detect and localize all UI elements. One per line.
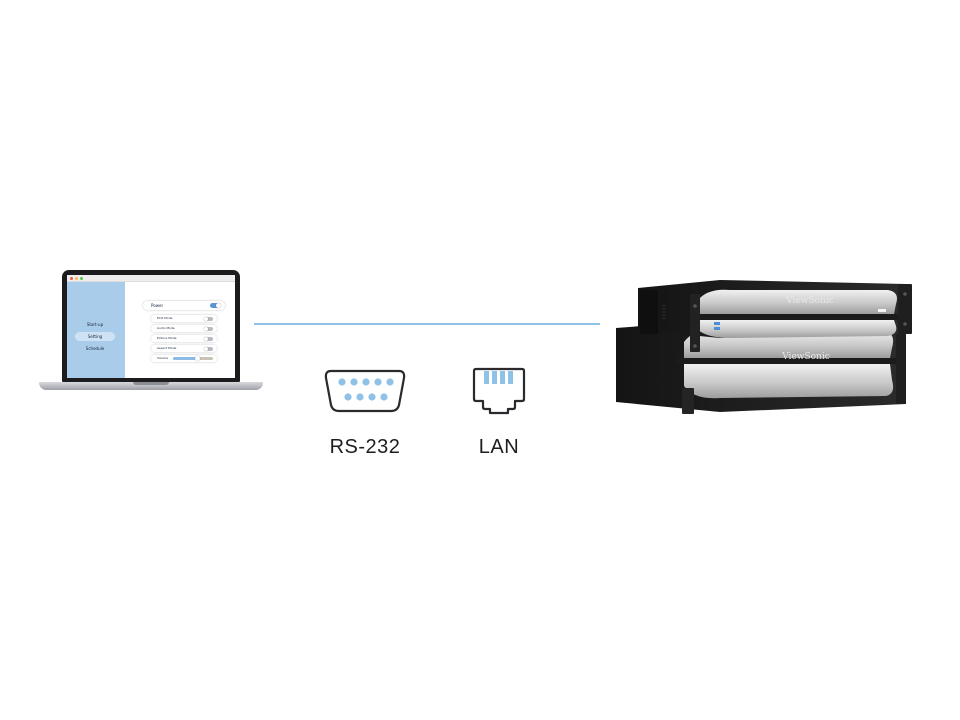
server-lower-unit: ViewSonic — [616, 320, 906, 414]
rs232-pin — [380, 393, 388, 401]
laptop-lid: Start-up Setting Schedule Power ECO Mode — [62, 270, 240, 382]
rs232-port-icon — [324, 369, 406, 413]
laptop-opening-notch — [133, 382, 169, 385]
status-led-icon — [878, 309, 886, 312]
picture-mode-label: Picture Mode — [157, 336, 177, 340]
sidebar-item-setting[interactable]: Setting — [75, 332, 115, 341]
rack-server-device: ViewSonic ViewSonic — [616, 280, 912, 414]
server-upper-unit: ViewSonic — [638, 280, 912, 352]
rs232-pin — [374, 378, 382, 386]
laptop-base — [39, 382, 263, 390]
rs232-pin — [344, 393, 352, 401]
rs232-pin — [350, 378, 358, 386]
rs232-pin — [368, 393, 376, 401]
rs232-pin — [338, 378, 346, 386]
laptop-screen: Start-up Setting Schedule Power ECO Mode — [67, 275, 235, 378]
eco-mode-toggle[interactable] — [204, 316, 213, 321]
volume-row: Volume — [151, 355, 217, 362]
power-label: Power — [151, 303, 164, 308]
window-titlebar — [67, 275, 235, 282]
audio-mode-row: Audio Mode — [151, 325, 217, 332]
rs232-label: RS-232 — [329, 436, 401, 458]
audio-mode-label: Audio Mode — [157, 326, 175, 330]
eco-mode-label: ECO Mode — [157, 316, 173, 320]
volume-slider-fill — [173, 357, 197, 360]
sidebar-item-label: Start-up — [86, 322, 104, 327]
close-dot-icon — [70, 277, 73, 280]
aspect-mode-toggle[interactable] — [204, 346, 213, 351]
rs232-pin — [356, 393, 364, 401]
rs232-pin — [386, 378, 394, 386]
picture-mode-row: Picture Mode — [151, 335, 217, 342]
sidebar-item-startup[interactable]: Start-up — [75, 320, 115, 329]
server-brand-top: ViewSonic — [785, 296, 834, 306]
maximize-dot-icon — [80, 277, 83, 280]
lan-outline — [472, 367, 526, 415]
lan-pin — [508, 371, 513, 384]
lan-port-icon — [472, 367, 526, 415]
upper-rack-ear-left — [690, 294, 700, 352]
aspect-mode-row: Aspect Mode — [151, 345, 217, 352]
lan-pins — [484, 371, 513, 384]
settings-sidebar: Start-up Setting Schedule — [67, 282, 125, 378]
eco-mode-row: ECO Mode — [151, 315, 217, 322]
power-toggle[interactable] — [210, 303, 221, 308]
sidebar-item-schedule[interactable]: Schedule — [75, 344, 115, 353]
sidebar-item-label: Setting — [87, 334, 103, 339]
audio-mode-toggle[interactable] — [204, 326, 213, 331]
rs232-pin — [362, 378, 370, 386]
usb-port-icon — [714, 322, 720, 325]
lan-pin — [500, 371, 505, 384]
sidebar-item-label: Schedule — [85, 346, 105, 351]
volume-slider[interactable] — [173, 357, 213, 360]
laptop-device: Start-up Setting Schedule Power ECO Mode — [36, 268, 266, 398]
lan-pin — [484, 371, 489, 384]
picture-mode-toggle[interactable] — [204, 336, 213, 341]
server-brand-bottom: ViewSonic — [781, 352, 830, 362]
volume-slider-knob[interactable] — [194, 356, 200, 361]
volume-label: Volume — [157, 356, 169, 360]
connection-line — [254, 323, 600, 325]
settings-content: Power ECO Mode Audio Mode Picture Mode A… — [125, 282, 235, 378]
upper-rack-ear-right — [898, 284, 912, 334]
usb-port-icon — [714, 327, 720, 330]
lower-rack-ear-right — [896, 334, 906, 404]
aspect-mode-label: Aspect Mode — [157, 346, 177, 350]
lower-rack-ear-left — [682, 388, 694, 414]
minimize-dot-icon — [75, 277, 78, 280]
rs232-outline — [324, 369, 406, 413]
rs232-pins — [338, 378, 394, 401]
lan-pin — [492, 371, 497, 384]
power-setting-row: Power — [143, 301, 225, 310]
lan-label: LAN — [478, 436, 520, 458]
